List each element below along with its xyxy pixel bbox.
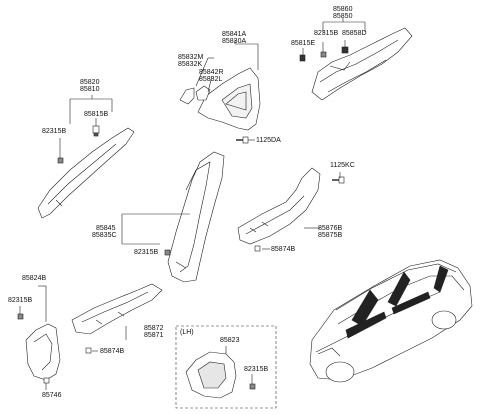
label-85875B: 85875B bbox=[318, 232, 343, 239]
label-85841A: 85841A bbox=[222, 31, 247, 38]
label-85858D: 85858D bbox=[342, 30, 367, 37]
clip-82315B-lh bbox=[249, 383, 256, 390]
rear-pillar-trim bbox=[311, 27, 413, 101]
front-door-scuff-trim bbox=[71, 283, 163, 335]
clip-85815E bbox=[299, 48, 306, 62]
label-85842R: 85842R bbox=[199, 69, 224, 76]
label-85810: 85810 bbox=[80, 86, 100, 93]
label-85871: 85871 bbox=[144, 332, 164, 339]
label-82315B-top: 82315B bbox=[314, 30, 339, 37]
label-85874B-right: 85874B bbox=[271, 246, 296, 253]
b-pillar-lower-trim bbox=[167, 151, 225, 283]
label-85746: 85746 bbox=[42, 392, 62, 399]
label-85815E: 85815E bbox=[291, 40, 316, 47]
lh-kick-panel bbox=[185, 351, 237, 399]
label-85820: 85820 bbox=[80, 79, 100, 86]
kick-panel-trim bbox=[25, 323, 61, 381]
car-location-illustration bbox=[309, 259, 473, 383]
label-85876B: 85876B bbox=[318, 225, 343, 232]
lh-detail-box bbox=[175, 325, 277, 409]
clip-82315B-lower bbox=[17, 313, 24, 320]
label-85832K: 85832K bbox=[178, 61, 203, 68]
b-pillar-upper-trim bbox=[197, 67, 261, 131]
clip-85874B-right bbox=[254, 245, 261, 252]
label-85832M: 85832M bbox=[178, 54, 204, 61]
label-1125DA: 1125DA bbox=[256, 137, 281, 144]
clip-82315B-mid bbox=[164, 249, 171, 256]
clip-82315B-top bbox=[320, 42, 327, 58]
label-82315B-left: 82315B bbox=[42, 128, 67, 135]
clip-85858D bbox=[341, 40, 349, 54]
label-85823: 85823 bbox=[220, 337, 240, 344]
label-85824B: 85824B bbox=[22, 275, 47, 282]
label-85832L: 85832L bbox=[199, 76, 223, 83]
label-85845: 85845 bbox=[96, 225, 116, 232]
label-82315B-mid: 82315B bbox=[134, 249, 159, 256]
clip-85815B bbox=[92, 125, 100, 137]
label-82315B-lh: 82315B bbox=[244, 366, 269, 373]
clip-85746 bbox=[43, 377, 50, 384]
clip-85874B-lower bbox=[85, 347, 92, 354]
label-85874B-lower: 85874B bbox=[100, 348, 125, 355]
label-85872: 85872 bbox=[144, 325, 164, 332]
rear-door-scuff-trim bbox=[237, 167, 321, 245]
label-85830A: 85830A bbox=[222, 38, 247, 45]
label-85860: 85860 bbox=[333, 6, 353, 13]
belt-guide-85832 bbox=[179, 85, 211, 105]
bolt-1125DA bbox=[236, 136, 249, 144]
front-pillar-trim bbox=[37, 127, 135, 219]
label-85835C: 85835C bbox=[92, 232, 117, 239]
label-85815B: 85815B bbox=[84, 111, 109, 118]
lh-tag: (LH) bbox=[180, 329, 194, 336]
label-1125KC: 1125KC bbox=[330, 162, 355, 169]
bolt-1125KC bbox=[332, 176, 345, 184]
label-82315B-lower: 82315B bbox=[8, 297, 33, 304]
label-85850: 85850 bbox=[333, 13, 353, 20]
clip-82315B-left bbox=[57, 157, 64, 164]
